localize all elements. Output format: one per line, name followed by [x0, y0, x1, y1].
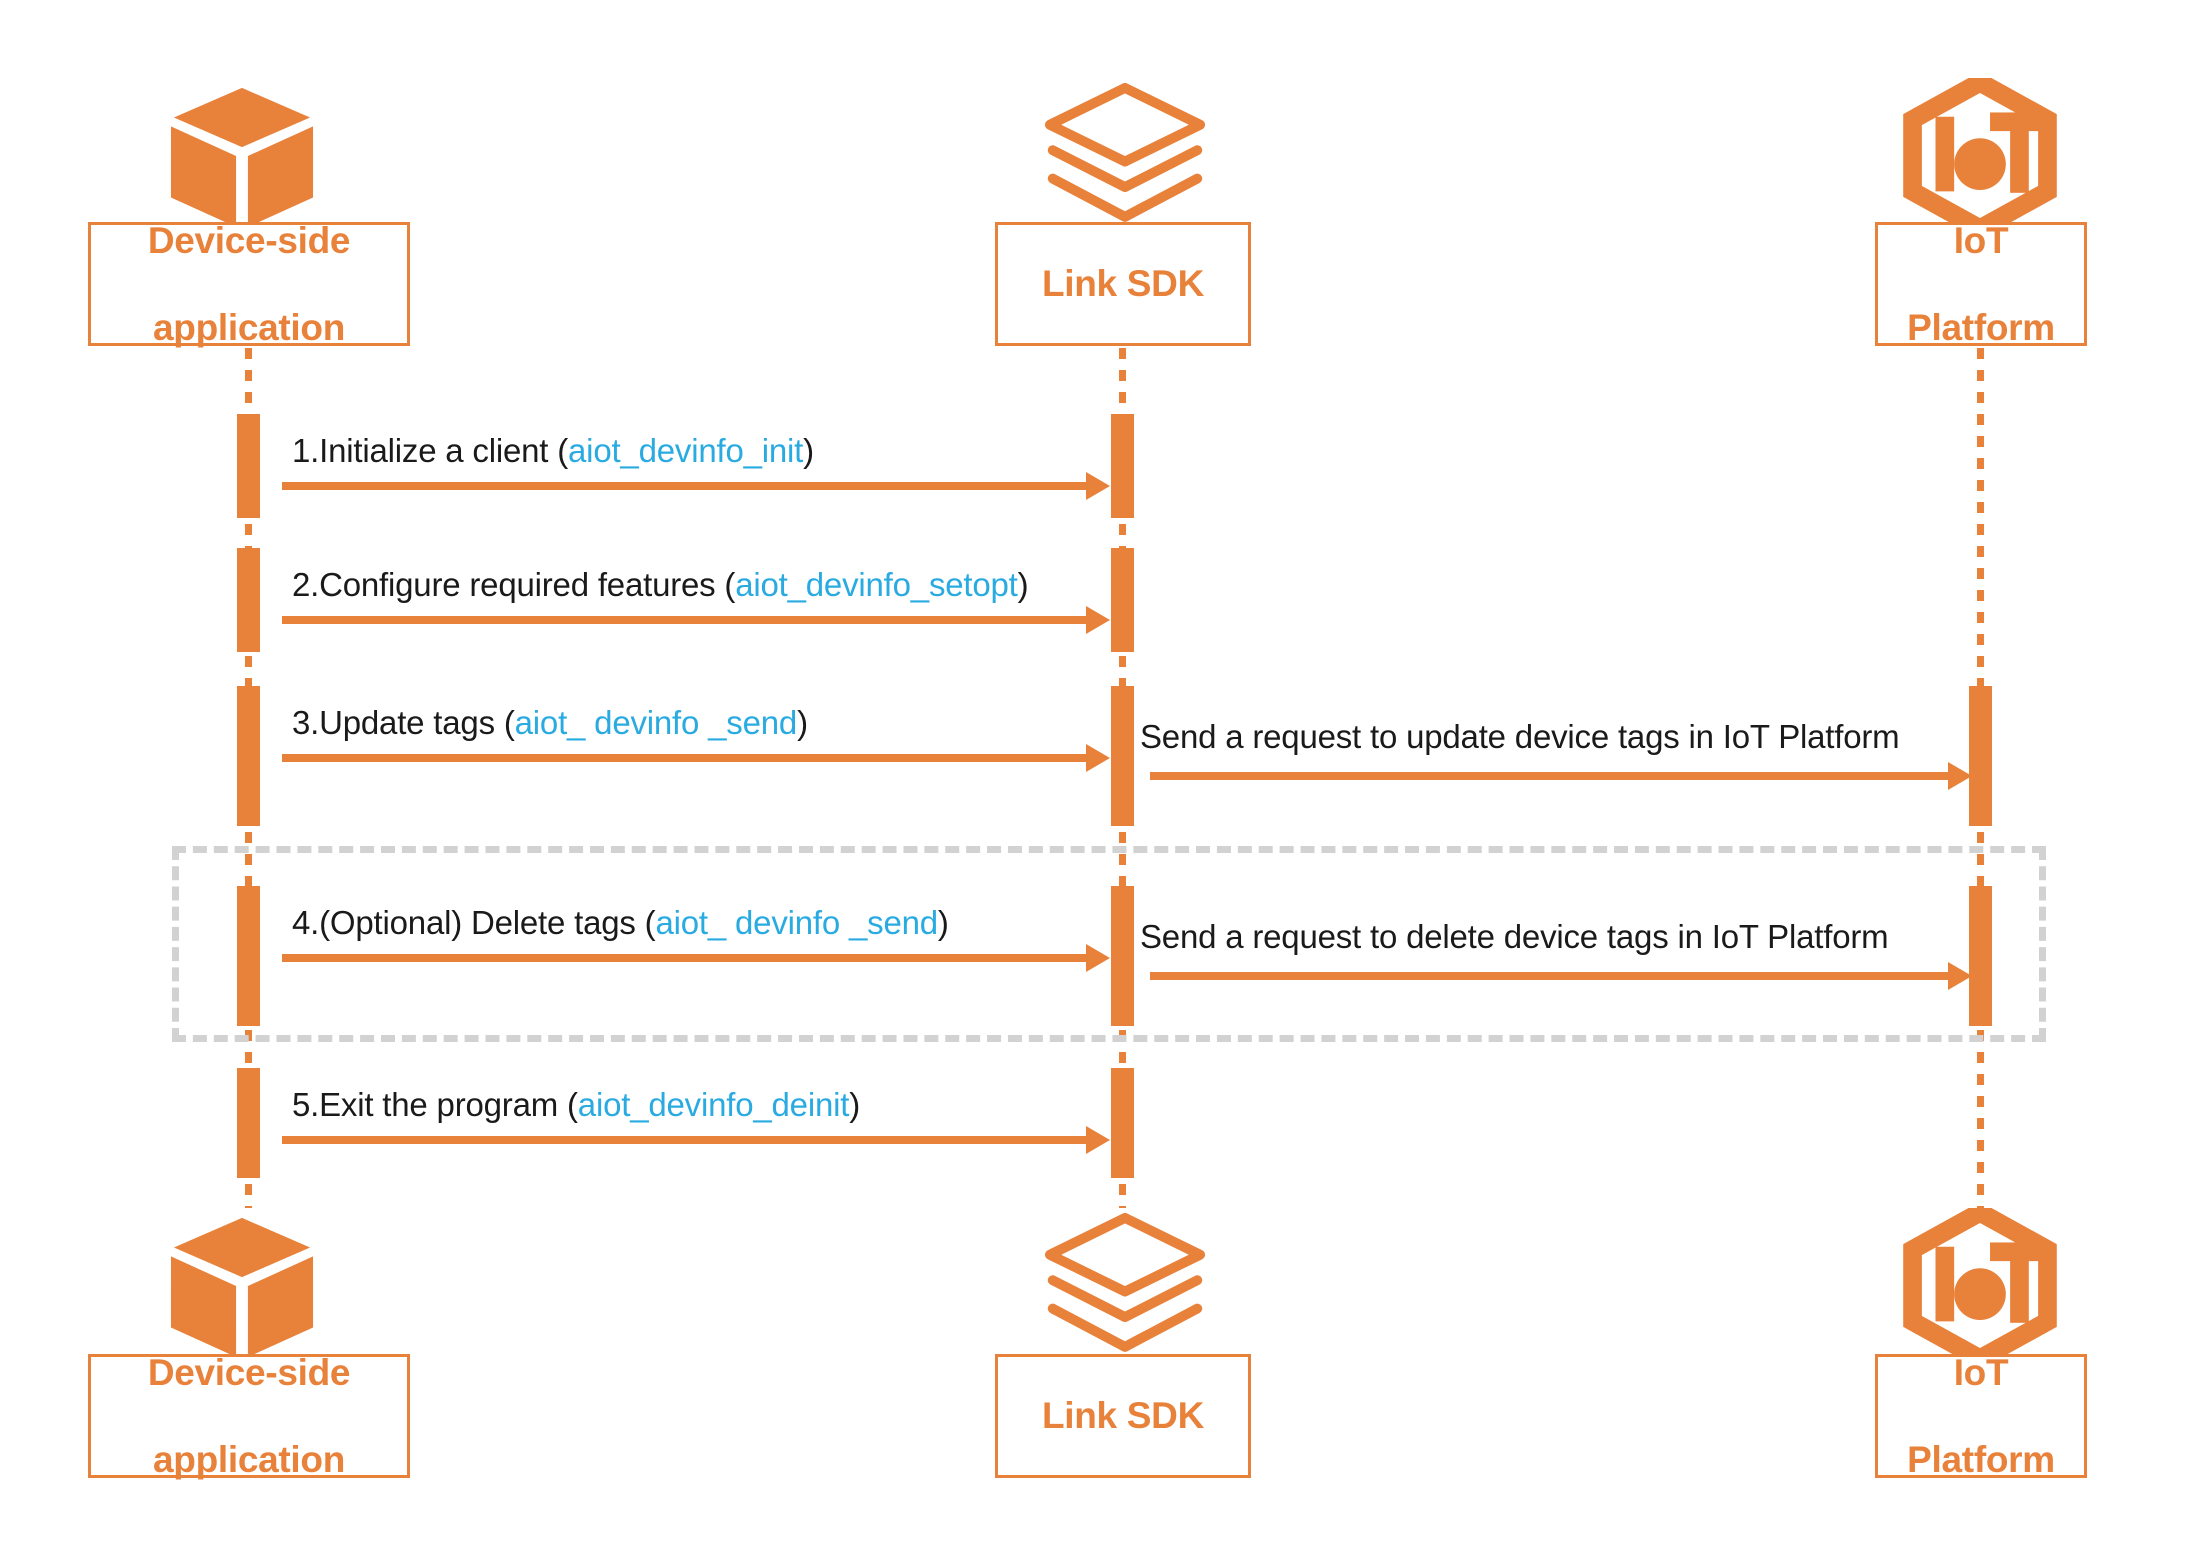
activation-platform-2 — [1969, 886, 1992, 1026]
message-6-arrowhead — [1948, 962, 1972, 990]
message-4-arrowhead — [1948, 762, 1972, 790]
message-1-shaft — [282, 482, 1088, 490]
message-5-function: aiot_ devinfo _send — [655, 904, 938, 941]
message-2-text-suffix: ) — [1017, 566, 1029, 603]
message-3-arrowhead — [1086, 744, 1110, 772]
participant-platform-label-line2: Platform — [1907, 306, 2055, 348]
message-3-text-prefix: 3.Update tags ( — [292, 704, 515, 741]
participant-sdk-bottom-label: Link SDK — [1041, 1395, 1205, 1437]
message-7-arrowhead — [1086, 1126, 1110, 1154]
participant-platform-label-line1: IoT — [1953, 219, 2009, 261]
message-2-label: 2.Configure required features (aiot_devi… — [292, 566, 1029, 604]
message-7-text-suffix: ) — [849, 1086, 861, 1123]
activation-device-2 — [237, 548, 260, 652]
message-3-shaft — [282, 754, 1088, 762]
layers-icon — [1040, 82, 1210, 227]
message-5-text-suffix: ) — [937, 904, 949, 941]
message-1-arrowhead — [1086, 472, 1110, 500]
activation-sdk-1 — [1111, 414, 1134, 518]
participant-sdk-bottom[interactable]: Link SDK — [995, 1354, 1251, 1478]
message-5-label: 4.(Optional) Delete tags (aiot_ devinfo … — [292, 904, 949, 942]
message-3-text-suffix: ) — [797, 704, 808, 741]
participant-platform-bottom-label-line1: IoT — [1953, 1351, 2009, 1393]
activation-sdk-4 — [1111, 886, 1134, 1026]
optional-fragment-box — [172, 846, 2046, 1042]
participant-device-label-line2: application — [153, 306, 345, 348]
message-1-text-prefix: 1.Initialize a client ( — [292, 432, 569, 469]
message-2-function: aiot_devinfo_setopt — [735, 566, 1018, 603]
message-5-arrowhead — [1086, 944, 1110, 972]
message-1-label: 1.Initialize a client (aiot_devinfo_init… — [292, 432, 814, 470]
activation-sdk-5 — [1111, 1068, 1134, 1178]
participant-platform-bottom-label-line2: Platform — [1907, 1438, 2055, 1480]
message-1-function: aiot_devinfo_init — [568, 432, 804, 469]
activation-platform-1 — [1969, 686, 1992, 826]
message-4-label: Send a request to update device tags in … — [1140, 718, 1900, 755]
message-7-label: 5.Exit the program (aiot_devinfo_deinit) — [292, 1086, 860, 1124]
message-6-shaft — [1150, 972, 1950, 980]
participant-sdk-label: Link SDK — [1041, 263, 1205, 305]
activation-device-5 — [237, 1068, 260, 1178]
message-6-label: Send a request to delete device tags in … — [1140, 918, 1889, 955]
activation-device-4 — [237, 886, 260, 1026]
message-7-text-prefix: 5.Exit the program ( — [292, 1086, 578, 1123]
activation-device-3 — [237, 686, 260, 826]
activation-device-1 — [237, 414, 260, 518]
message-5-text-prefix: 4.(Optional) Delete tags ( — [292, 904, 656, 941]
participant-device-top[interactable]: Device-side application — [88, 219, 410, 348]
message-7-function: aiot_devinfo_deinit — [577, 1086, 850, 1123]
message-4-shaft — [1150, 772, 1950, 780]
layers-icon-bottom — [1040, 1212, 1210, 1357]
iot-hexagon-icon-bottom — [1900, 1201, 2060, 1370]
activation-sdk-3 — [1111, 686, 1134, 826]
message-1-text-suffix: ) — [803, 432, 814, 469]
message-5-shaft — [282, 954, 1088, 962]
iot-hexagon-icon — [1900, 71, 2060, 240]
participant-sdk-top[interactable]: Link SDK — [995, 222, 1251, 346]
message-3-function: aiot_ devinfo _send — [514, 704, 798, 741]
participant-device-label-line1: Device-side — [147, 219, 351, 261]
participant-platform-bottom[interactable]: IoT Platform — [1875, 1351, 2087, 1480]
participant-device-bottom-label-line1: Device-side — [147, 1351, 351, 1393]
participant-platform-top[interactable]: IoT Platform — [1875, 219, 2087, 348]
message-2-text-prefix: 2.Configure required features ( — [292, 566, 736, 603]
message-2-shaft — [282, 616, 1088, 624]
activation-sdk-2 — [1111, 548, 1134, 652]
message-3-label: 3.Update tags (aiot_ devinfo _send) — [292, 704, 808, 742]
message-2-arrowhead — [1086, 606, 1110, 634]
cube-icon-bottom — [168, 1212, 316, 1360]
message-7-shaft — [282, 1136, 1088, 1144]
participant-device-bottom[interactable]: Device-side application — [88, 1351, 410, 1480]
participant-device-bottom-label-line2: application — [153, 1438, 345, 1480]
cube-icon — [168, 82, 316, 230]
